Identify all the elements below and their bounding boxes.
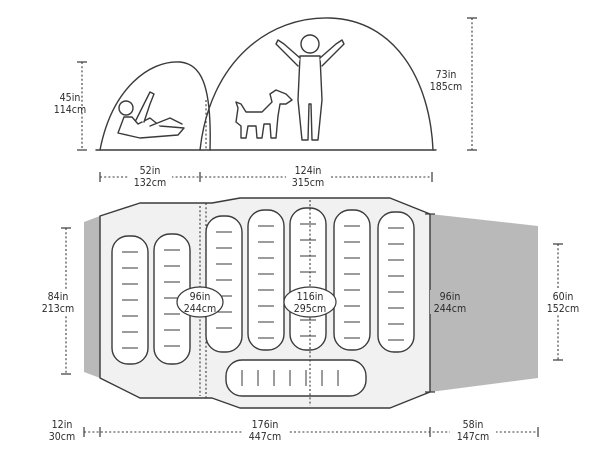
sleeping-bag-icon xyxy=(247,209,285,351)
dog-icon xyxy=(235,89,293,139)
small-width-in: 52in xyxy=(140,165,161,177)
dim-right-width: 96in 244cm xyxy=(425,213,474,393)
large-room-in: 116in xyxy=(297,291,324,303)
side-view xyxy=(95,17,437,151)
left-width-cm: 213cm xyxy=(42,303,74,315)
person-standing-icon xyxy=(275,34,345,141)
sleeping-bag-icon xyxy=(289,207,327,351)
large-height-in: 73in xyxy=(436,69,457,81)
dim-left-width: 84in 213cm xyxy=(40,227,80,375)
left-vestibule-depth-cm: 30cm xyxy=(49,431,75,443)
dim-vestibule-width: 60in 152cm xyxy=(540,243,588,361)
left-width-in: 84in xyxy=(48,291,69,303)
small-width-cm: 132cm xyxy=(134,177,166,189)
small-dome-outline xyxy=(99,61,211,151)
right-vestibule-depth-in: 58in xyxy=(463,419,484,431)
sleeping-bag-icon xyxy=(111,235,149,365)
left-vestibule-depth-in: 12in xyxy=(52,419,73,431)
vestibule-width-in: 60in xyxy=(553,291,574,303)
person-lying-icon xyxy=(117,91,185,139)
dim-small-room: 96in 244cm xyxy=(176,206,224,396)
left-vestibule xyxy=(84,216,100,378)
small-height-in: 45in xyxy=(60,92,81,104)
large-height-cm: 185cm xyxy=(430,81,462,93)
sleeping-bag-icon xyxy=(333,209,371,351)
right-width-cm: 244cm xyxy=(434,303,466,315)
small-height-cm: 114cm xyxy=(54,104,86,116)
total-length-in: 176in xyxy=(252,419,279,431)
sleeping-bag-icon xyxy=(377,211,415,353)
right-vestibule xyxy=(430,214,538,392)
large-room-cm: 295cm xyxy=(294,303,326,315)
small-room-cm: 244cm xyxy=(184,303,216,315)
dim-bottom-lengths: 12in 30cm 176in 447cm 58in 147cm xyxy=(49,419,539,444)
large-dome-outline xyxy=(199,17,434,151)
vestibule-width-cm: 152cm xyxy=(547,303,579,315)
large-width-cm: 315cm xyxy=(292,177,324,189)
right-vestibule-depth-cm: 147cm xyxy=(457,431,489,443)
total-length-cm: 447cm xyxy=(249,431,281,443)
right-width-in: 96in xyxy=(440,291,461,303)
dim-large-height: 73in 185cm xyxy=(430,17,477,151)
dim-small-height: 45in 114cm xyxy=(54,61,87,151)
large-width-in: 124in xyxy=(295,165,322,177)
sleeping-bag-icon xyxy=(225,359,367,397)
dim-side-widths: 52in 132cm 124in 315cm xyxy=(99,164,433,189)
floor-plan: 96in 244cm 116in 295cm xyxy=(84,197,538,409)
small-room-in: 96in xyxy=(190,291,211,303)
sleeping-bag-icon xyxy=(205,215,243,353)
dim-large-room: 116in 295cm xyxy=(283,200,337,406)
